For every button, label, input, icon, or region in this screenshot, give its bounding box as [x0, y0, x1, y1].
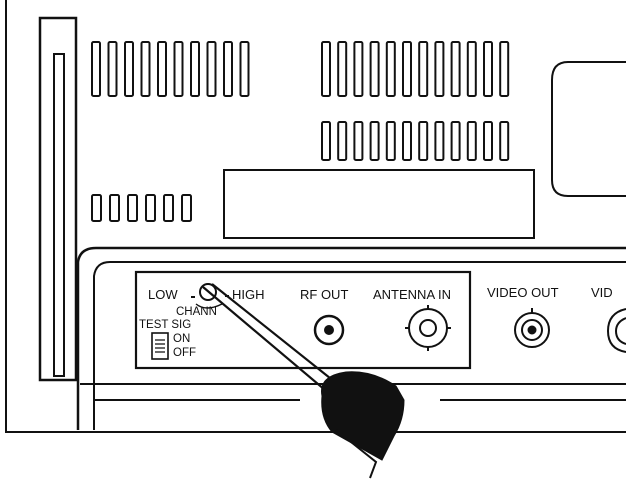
vent-slot: [337, 121, 348, 161]
screwdriver-icon: [202, 283, 405, 479]
vent-slot: [321, 121, 331, 161]
test-sig-label: TEST SIG: [139, 319, 192, 331]
display-recess: [223, 169, 535, 239]
test-sig-off-label: OFF: [173, 347, 196, 359]
vent-slot: [206, 41, 217, 97]
vent-slot: [418, 41, 429, 97]
vent-slots-lower-left: [91, 194, 192, 222]
coax-jack-icon: [405, 305, 451, 351]
vent-slot: [450, 41, 461, 97]
vent-slot: [124, 41, 134, 97]
coax-jack-icon: [514, 308, 550, 348]
vent-slot: [107, 41, 118, 97]
vent-slot: [140, 41, 151, 97]
vent-slot: [173, 41, 184, 97]
left-rail-inner: [53, 53, 65, 377]
vent-slot: [466, 41, 477, 97]
vent-slot: [499, 121, 510, 161]
vent-slot: [239, 41, 250, 97]
vent-slot: [369, 121, 380, 161]
antenna-in-label: ANTENNA IN: [373, 287, 452, 302]
right-window: [551, 61, 626, 197]
vent-slot: [91, 194, 102, 222]
terminal-panel: [134, 270, 472, 370]
video-in-label-partial: VID: [591, 285, 613, 300]
vent-slot: [402, 41, 412, 97]
channel-name-label: CHANN: [176, 306, 217, 318]
vent-slot: [483, 121, 493, 161]
vent-slot: [109, 194, 120, 222]
vent-slot: [145, 194, 156, 222]
vent-slot: [418, 121, 429, 161]
vent-slot: [499, 41, 510, 97]
jack-bay-inner: [93, 261, 626, 430]
channel-high-label: HIGH: [232, 287, 265, 302]
vent-slots-top-left: [91, 41, 250, 97]
vent-slot: [434, 121, 445, 161]
vent-slot: [163, 194, 174, 222]
vent-slot: [127, 194, 138, 222]
vent-slot: [91, 41, 101, 97]
vent-slot: [353, 41, 364, 97]
vent-slot: [181, 194, 192, 222]
vent-slot: [434, 41, 445, 97]
coax-jack-icon: [606, 308, 626, 353]
vent-slot: [483, 41, 493, 97]
vent-slot: [385, 41, 396, 97]
channel-low-label: LOW: [148, 287, 178, 302]
vent-slot: [369, 41, 380, 97]
rf-out-label: RF OUT: [300, 287, 349, 302]
vent-slots-top-right: [321, 41, 510, 97]
chassis-outline: [5, 0, 626, 433]
slide-switch-icon: [151, 332, 169, 360]
vent-slot: [337, 41, 348, 97]
vent-slot: [385, 121, 396, 161]
vent-slot: [321, 41, 331, 97]
test-sig-on-label: ON: [173, 333, 191, 345]
vent-slot: [190, 41, 200, 97]
vent-slot: [353, 121, 364, 161]
vent-slot: [402, 121, 412, 161]
coax-jack-icon: [313, 314, 345, 346]
vent-slot: [157, 41, 167, 97]
vent-slot: [466, 121, 477, 161]
left-rail-outer: [38, 16, 78, 382]
video-out-label: VIDEO OUT: [487, 285, 559, 300]
vent-slot: [223, 41, 233, 97]
jack-bay-outer: [76, 246, 626, 430]
vent-slots-middle-right: [321, 121, 510, 161]
vent-slot: [450, 121, 461, 161]
